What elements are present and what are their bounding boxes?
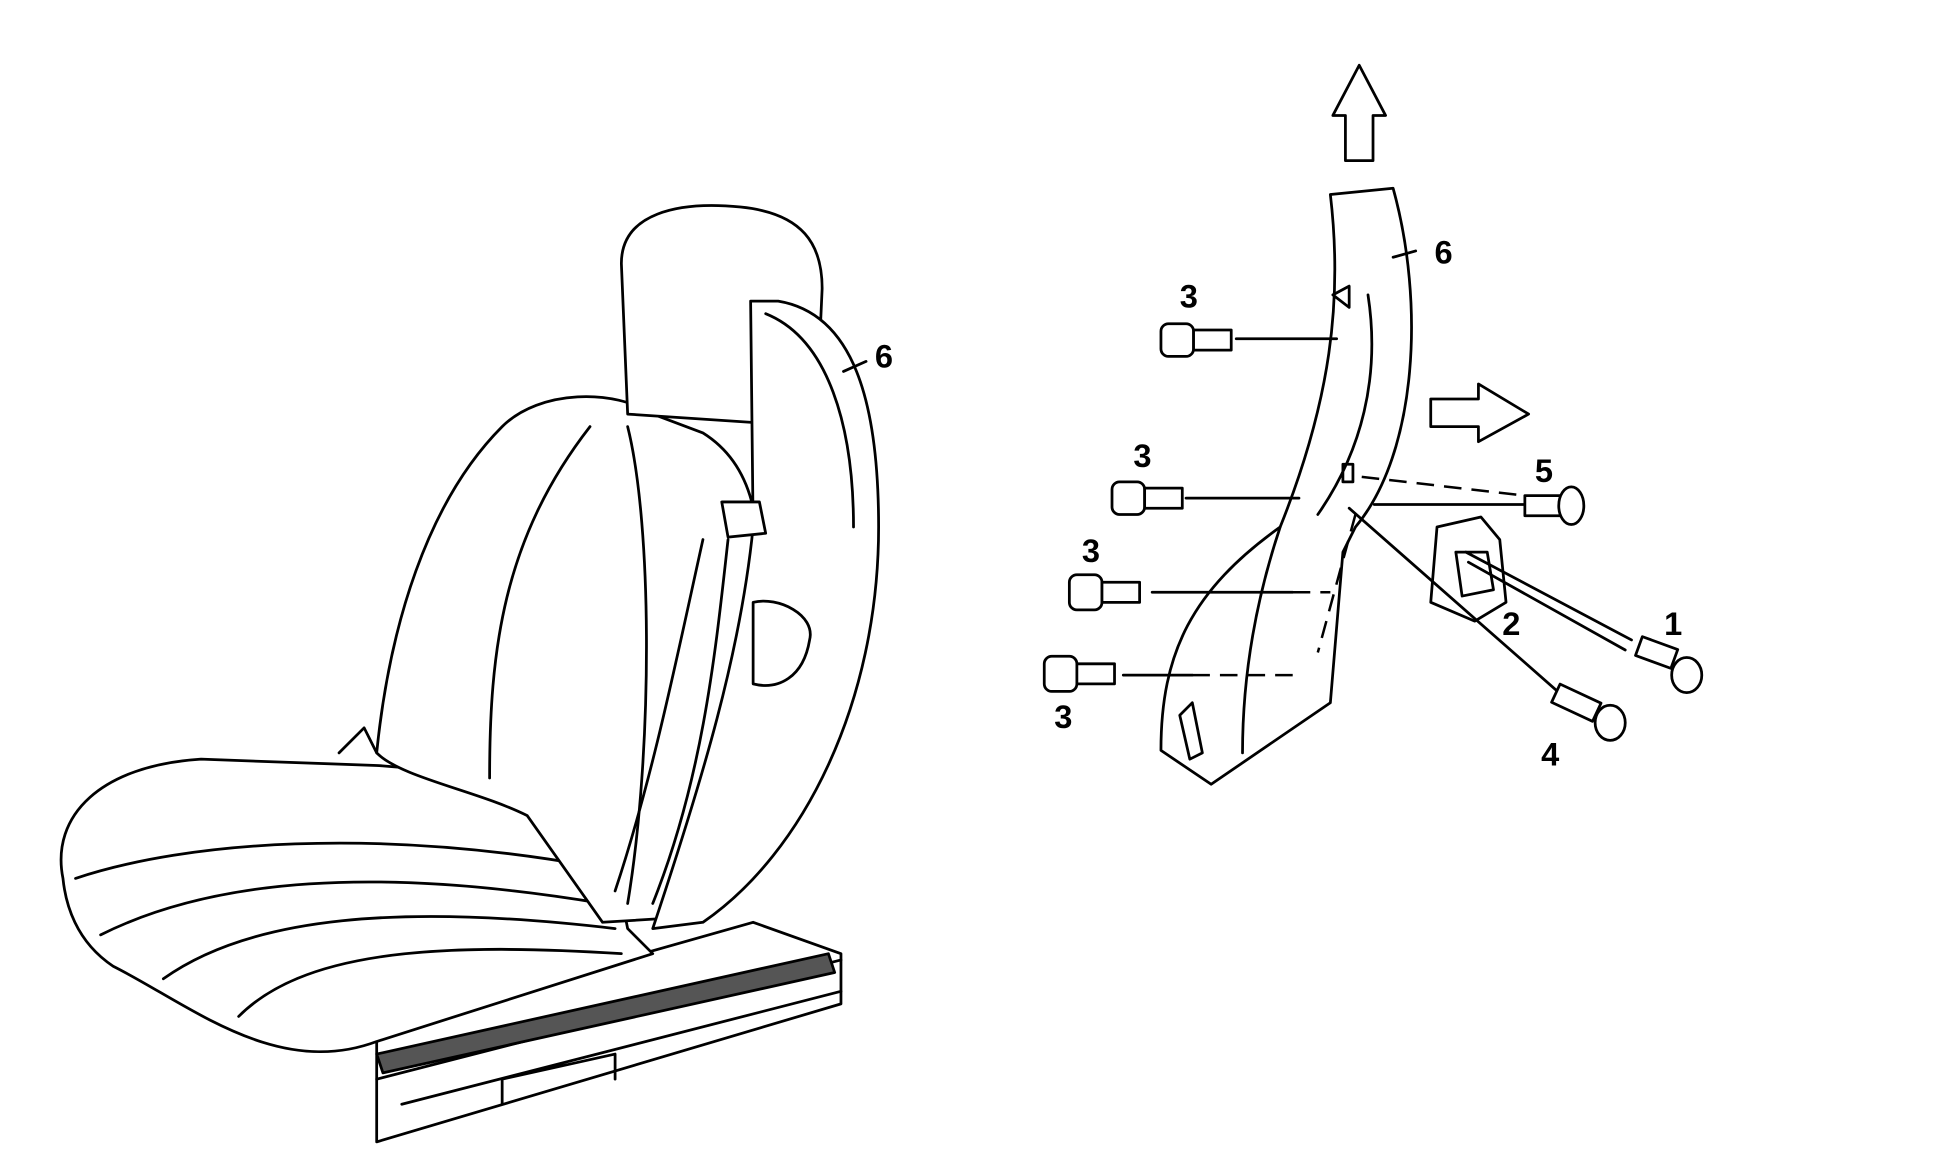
bracket bbox=[1429, 515, 1508, 623]
callout-label: 2 bbox=[1502, 605, 1520, 642]
right-arrow-icon bbox=[1429, 382, 1530, 444]
callout-label: 4 bbox=[1541, 735, 1559, 772]
callout-label: 6 bbox=[875, 338, 893, 375]
callout-label: 3 bbox=[1133, 437, 1151, 474]
bolt-icon bbox=[1042, 322, 1704, 742]
trim-panel bbox=[1159, 186, 1413, 786]
callout-label: 3 bbox=[1082, 532, 1100, 569]
callout-label: 3 bbox=[1054, 698, 1072, 735]
callout-label: 6 bbox=[1435, 234, 1453, 271]
callout-label: 1 bbox=[1664, 605, 1682, 642]
trim-panel-exploded-view: 6 3 3 3 3 5 2 1 4 bbox=[1042, 63, 1704, 786]
callout-label: 5 bbox=[1535, 452, 1553, 489]
callout-label: 3 bbox=[1180, 277, 1198, 314]
up-arrow-icon bbox=[1331, 63, 1387, 162]
seat-illustration: 6 bbox=[59, 204, 893, 1144]
